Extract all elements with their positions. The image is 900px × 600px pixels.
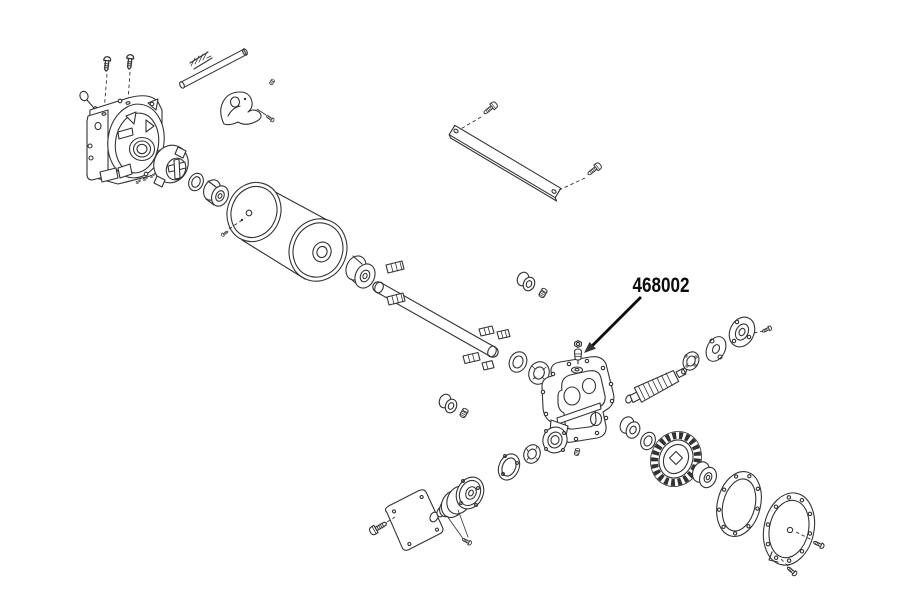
flange-screw — [760, 324, 773, 335]
rod-spring — [189, 51, 213, 70]
worm-bearing — [682, 351, 700, 371]
drum-bushing — [345, 255, 376, 289]
part-callout: 468002 — [584, 274, 690, 353]
clutch-dog — [153, 144, 189, 188]
worm-shaft — [625, 367, 687, 404]
drive-motor — [429, 476, 485, 541]
shaft-keys — [385, 260, 511, 371]
clutch-handle-rod — [179, 48, 248, 89]
part-number-label: 468002 — [633, 274, 690, 297]
end-cover — [762, 492, 816, 567]
spacer-bushing — [202, 179, 230, 207]
motor-gasket — [497, 453, 521, 481]
motor-end-housing — [540, 356, 615, 454]
tie-bar-screw-b — [556, 161, 604, 192]
motor-cover-plate — [384, 489, 444, 551]
coupling-flange — [728, 316, 764, 348]
housing-gasket — [716, 471, 762, 537]
motor-bearing — [523, 444, 541, 464]
thrust-washer — [188, 172, 204, 192]
gear-washer — [640, 431, 656, 451]
drain-plug — [573, 447, 581, 457]
mounting-bolt-b — [124, 53, 135, 102]
vent-plug — [573, 340, 583, 365]
tie-bar-screw-a — [458, 100, 500, 131]
gear-hub-bushing — [691, 461, 718, 489]
drum-shaft — [372, 281, 499, 358]
drum-set-screw — [220, 217, 246, 238]
pawl-screw — [264, 113, 276, 123]
clutch-pawl — [220, 91, 267, 126]
tie-bar — [448, 124, 562, 202]
set-screw — [268, 78, 276, 86]
gear-end-housing — [86, 95, 165, 185]
cable-drum — [226, 181, 348, 282]
cover-plate-bolt — [367, 516, 396, 537]
shaft-seal — [508, 351, 528, 373]
bushing-plug-upper — [516, 271, 549, 299]
bushing-plug-lower — [438, 393, 470, 419]
retainer-plate — [705, 336, 727, 362]
cover-screw-bottom — [785, 564, 799, 578]
cover-screw-side — [811, 539, 826, 550]
gear-bushing — [619, 416, 641, 439]
